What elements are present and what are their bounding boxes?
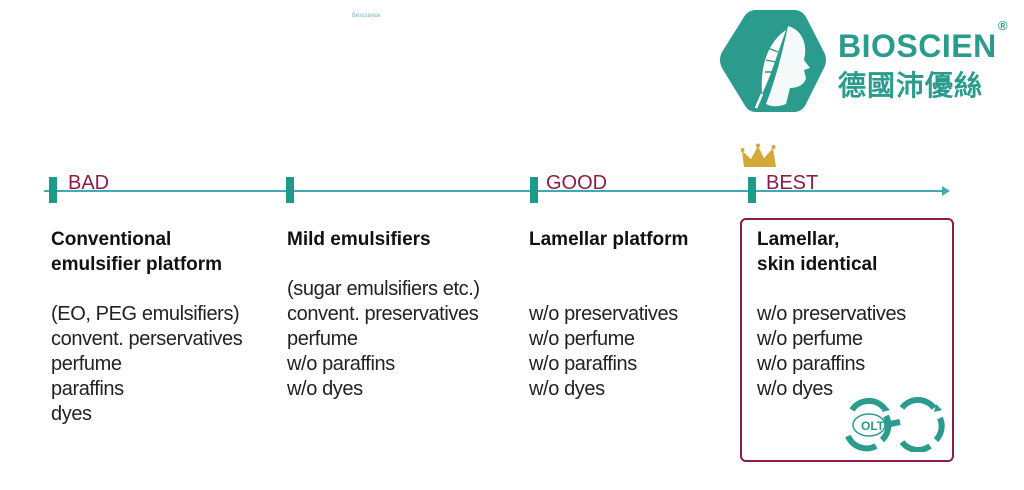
timeline-tick-mild <box>286 177 294 203</box>
list-item: dyes <box>51 403 92 425</box>
list-item: perfume <box>51 353 122 375</box>
column-conventional: Conventional emulsifier platform (EO, PE… <box>51 227 243 427</box>
list-item: paraffins <box>51 378 124 400</box>
column-lamellar: Lamellar platform w/o preservatives w/o … <box>529 227 688 402</box>
column-title: Lamellar platform <box>529 229 689 250</box>
list-item: convent. perservatives <box>51 328 243 350</box>
column-items: w/o preservatives w/o perfume w/o paraff… <box>529 302 688 402</box>
feather-face-hexagon-icon <box>720 10 826 112</box>
timeline-arrowhead <box>942 186 950 196</box>
rating-good: GOOD <box>546 172 608 194</box>
brand-name: BIOSCIEN <box>838 28 997 64</box>
registered-mark: ® <box>998 18 1008 33</box>
column-items: (sugar emulsifiers etc.) convent. preser… <box>287 277 480 402</box>
column-skin-identical: Lamellar, skin identical w/o preservativ… <box>757 227 906 402</box>
olt-registered-mark: ® <box>883 417 888 424</box>
column-mild: Mild emulsifiers (sugar emulsifiers etc.… <box>287 227 480 402</box>
list-item: w/o paraffins <box>757 353 865 375</box>
tiny-caption: Bescrance <box>352 13 381 19</box>
list-item: w/o dyes <box>757 378 833 400</box>
column-title: Lamellar, skin identical <box>757 229 878 275</box>
crown-icon <box>741 143 776 167</box>
best-highlight-box <box>740 218 954 462</box>
column-items: (EO, PEG emulsifiers) convent. perservat… <box>51 302 243 427</box>
column-title: Mild emulsifiers <box>287 229 431 250</box>
list-item: w/o preservatives <box>529 303 678 325</box>
list-item: w/o dyes <box>529 378 605 400</box>
column-title: Conventional emulsifier platform <box>51 229 223 275</box>
olt-badge: OLT ® <box>845 397 945 452</box>
list-item: convent. preservatives <box>287 303 479 325</box>
timeline-axis <box>44 190 946 192</box>
olt-label: OLT <box>861 419 885 433</box>
rating-bad: BAD <box>68 172 110 194</box>
timeline-tick-best <box>748 177 756 203</box>
list-item: w/o paraffins <box>287 353 395 375</box>
timeline-tick-bad <box>49 177 57 203</box>
list-item: w/o dyes <box>287 378 363 400</box>
list-item: w/o perfume <box>757 328 863 350</box>
bioscien-logo: BIOSCIEN ® 德國沛優絲 <box>716 8 1016 120</box>
list-item: w/o paraffins <box>529 353 637 375</box>
list-item: w/o preservatives <box>757 303 906 325</box>
list-item: (sugar emulsifiers etc.) <box>287 278 480 300</box>
list-item: w/o perfume <box>529 328 635 350</box>
list-item: perfume <box>287 328 358 350</box>
rating-best: BEST <box>766 172 819 194</box>
column-items: w/o preservatives w/o perfume w/o paraff… <box>757 302 906 402</box>
brand-chinese-name: 德國沛優絲 <box>838 70 984 101</box>
timeline-tick-good <box>530 177 538 203</box>
list-item: (EO, PEG emulsifiers) <box>51 303 240 325</box>
